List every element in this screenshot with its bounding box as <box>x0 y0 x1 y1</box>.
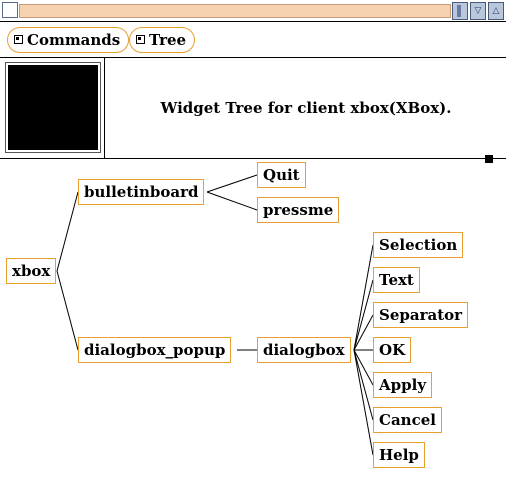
commands-menu-label: Commands <box>27 31 121 49</box>
pane-resize-handle[interactable] <box>485 155 493 163</box>
tree-node-help[interactable]: Help <box>373 442 425 468</box>
tree-node-dialogbox[interactable]: dialogbox <box>257 337 351 363</box>
window-options-icon[interactable] <box>452 2 468 20</box>
connector-line <box>353 314 374 351</box>
menu-bar: Commands Tree <box>0 22 506 58</box>
connector-line <box>353 349 374 421</box>
tree-menu-label: Tree <box>149 31 187 49</box>
tree-node-pressme[interactable]: pressme <box>257 197 340 223</box>
commands-menu-button[interactable]: Commands <box>7 27 130 53</box>
connector-line <box>206 191 258 211</box>
menu-indicator-icon <box>14 34 23 44</box>
connector-line <box>56 270 79 351</box>
connector-line <box>353 349 374 386</box>
tree-node-dialogbox-popup[interactable]: dialogbox_popup <box>78 337 232 363</box>
connector-line <box>56 191 79 272</box>
info-panel: Widget Tree for client xbox(XBox). <box>0 58 506 159</box>
tree-node-xbox[interactable]: xbox <box>6 258 57 284</box>
tree-node-ok[interactable]: OK <box>373 337 412 363</box>
tree-node-apply[interactable]: Apply <box>373 372 433 398</box>
window-titlebar[interactable]: ▽ △ <box>0 0 506 22</box>
connector-line <box>353 244 374 351</box>
connector-line <box>353 349 374 456</box>
connector-line <box>206 174 258 193</box>
tree-connectors <box>56 174 374 456</box>
tree-node-quit[interactable]: Quit <box>257 162 306 188</box>
panel-divider <box>104 58 105 158</box>
window-title-area[interactable] <box>19 4 451 18</box>
window-menu-icon[interactable] <box>2 2 18 18</box>
maximize-icon[interactable]: △ <box>488 2 504 20</box>
menu-indicator-icon <box>136 34 145 44</box>
tree-node-selection[interactable]: Selection <box>373 232 464 258</box>
connector-line <box>353 279 374 351</box>
widget-tree-area: xbox bulletinboard Quit pressme dialogbo… <box>0 160 506 480</box>
panner-viewport[interactable] <box>8 65 98 150</box>
tree-node-cancel[interactable]: Cancel <box>373 407 442 433</box>
tree-node-bulletinboard[interactable]: bulletinboard <box>78 179 205 205</box>
tree-node-text[interactable]: Text <box>373 267 420 293</box>
minimize-icon[interactable]: ▽ <box>470 2 486 20</box>
panner[interactable] <box>5 62 101 153</box>
client-info-label: Widget Tree for client xbox(XBox). <box>160 99 452 117</box>
tree-menu-button[interactable]: Tree <box>129 27 196 53</box>
tree-node-separator[interactable]: Separator <box>373 302 469 328</box>
